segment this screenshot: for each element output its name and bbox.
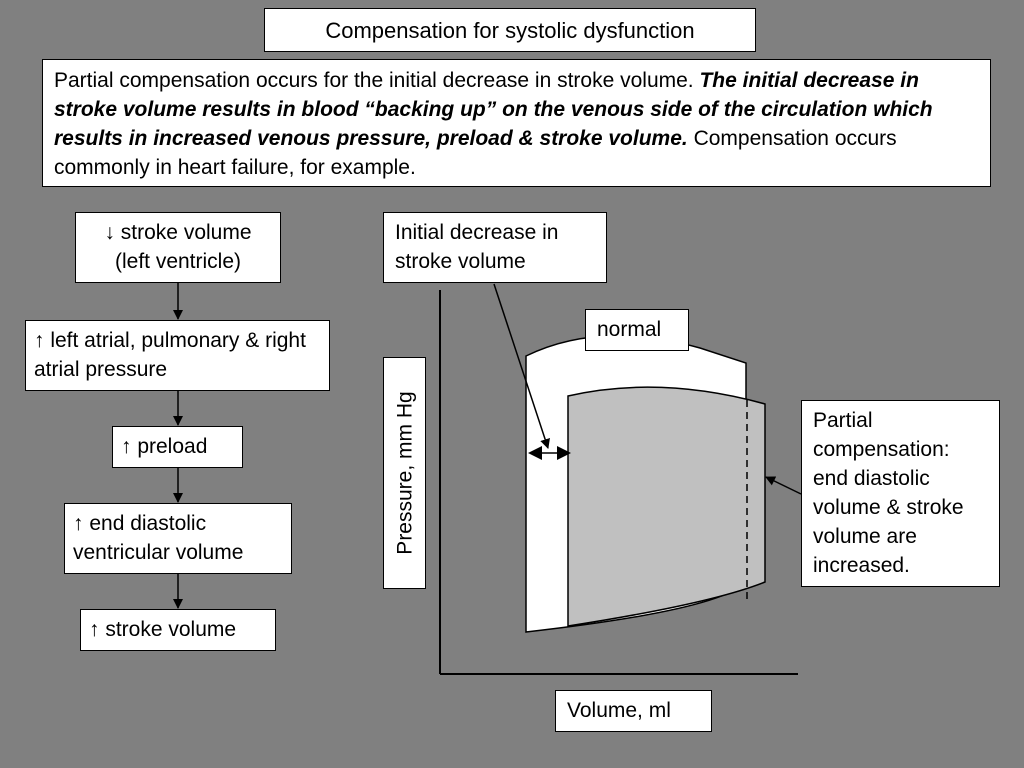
x-axis-label: Volume, ml	[555, 690, 712, 732]
flow-step-decreased-stroke-volume: ↓ stroke volume (left ventricle)	[75, 212, 281, 283]
normal-loop-label: normal	[585, 309, 689, 351]
intro-bold: The initial decrease in stroke volume re…	[54, 69, 933, 150]
flow-step-1-line-2: (left ventricle)	[114, 250, 242, 273]
page-title: Compensation for systolic dysfunction	[264, 8, 756, 52]
flow-step-increased-edv: ↑ end diastolic ventricular volume	[64, 503, 292, 574]
flow-step-increased-stroke-volume: ↑ stroke volume	[80, 609, 276, 651]
initial-decrease-label: Initial decrease in stroke volume	[383, 212, 607, 283]
double-arrow-left-head	[528, 446, 542, 460]
partial-compensation-pointer	[765, 476, 802, 495]
partial-compensation-label: Partial compensation: end diastolic volu…	[801, 400, 1000, 587]
intro-plain-2: Compensation occurs commonly in heart fa…	[54, 127, 897, 179]
double-arrow-right-head	[557, 446, 571, 460]
compensated-pv-loop	[567, 386, 766, 627]
intro-text-box: Partial compensation occurs for the init…	[42, 59, 991, 187]
flow-step-1-line-1: ↓ stroke volume	[104, 221, 252, 244]
y-axis-label-box: Pressure, mm Hg	[383, 357, 426, 589]
y-axis-label: Pressure, mm Hg	[393, 391, 416, 555]
intro-plain-1: Partial compensation occurs for the init…	[54, 69, 700, 92]
flow-step-increased-preload: ↑ preload	[112, 426, 243, 468]
initial-decrease-pointer	[493, 283, 550, 449]
flow-step-increased-pressure: ↑ left atrial, pulmonary & right atrial …	[25, 320, 330, 391]
